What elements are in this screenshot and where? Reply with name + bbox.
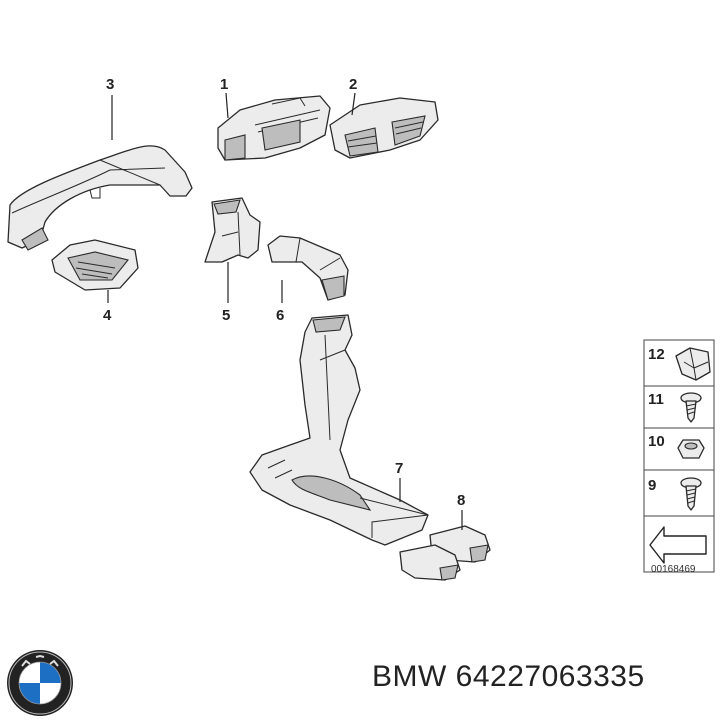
callout-1: 1	[220, 76, 228, 93]
nut-icon	[677, 439, 705, 459]
part-6-curved-duct	[267, 235, 349, 301]
part-1-center-vent	[217, 95, 331, 161]
callout-4: 4	[103, 307, 112, 324]
panel-number-9: 9	[648, 477, 656, 494]
bolt-icon	[680, 477, 702, 511]
callout-2: 2	[349, 76, 357, 93]
fastener-panel: 12 11 10 9 00168469	[643, 339, 715, 575]
part-5-duct-elbow	[204, 197, 261, 263]
callout-5: 5	[222, 307, 230, 324]
leader-lines	[107, 92, 463, 530]
callouts: 1 2 3 4 5 6 7 8	[103, 76, 465, 509]
panel-number-12: 12	[648, 346, 665, 363]
clip-icon	[675, 347, 711, 381]
part-2-outlet-vent	[329, 97, 439, 159]
panel-number-11: 11	[648, 391, 664, 408]
callout-6: 6	[276, 307, 284, 324]
part-3-air-duct	[7, 145, 193, 251]
screw-icon	[680, 392, 702, 423]
part-7-floor-duct	[249, 314, 429, 546]
panel-number-10: 10	[648, 433, 665, 450]
direction-arrow-icon	[649, 526, 707, 564]
drawing-code: 00168469	[651, 564, 696, 575]
bmw-roundel-logo	[7, 650, 73, 716]
part-4-vent-grille	[51, 239, 139, 291]
part-8-duct-pieces	[399, 525, 491, 581]
part-number-caption: BMW 64227063335	[372, 660, 645, 693]
callout-7: 7	[395, 460, 403, 477]
callout-8: 8	[457, 492, 465, 509]
callout-3: 3	[106, 76, 114, 93]
